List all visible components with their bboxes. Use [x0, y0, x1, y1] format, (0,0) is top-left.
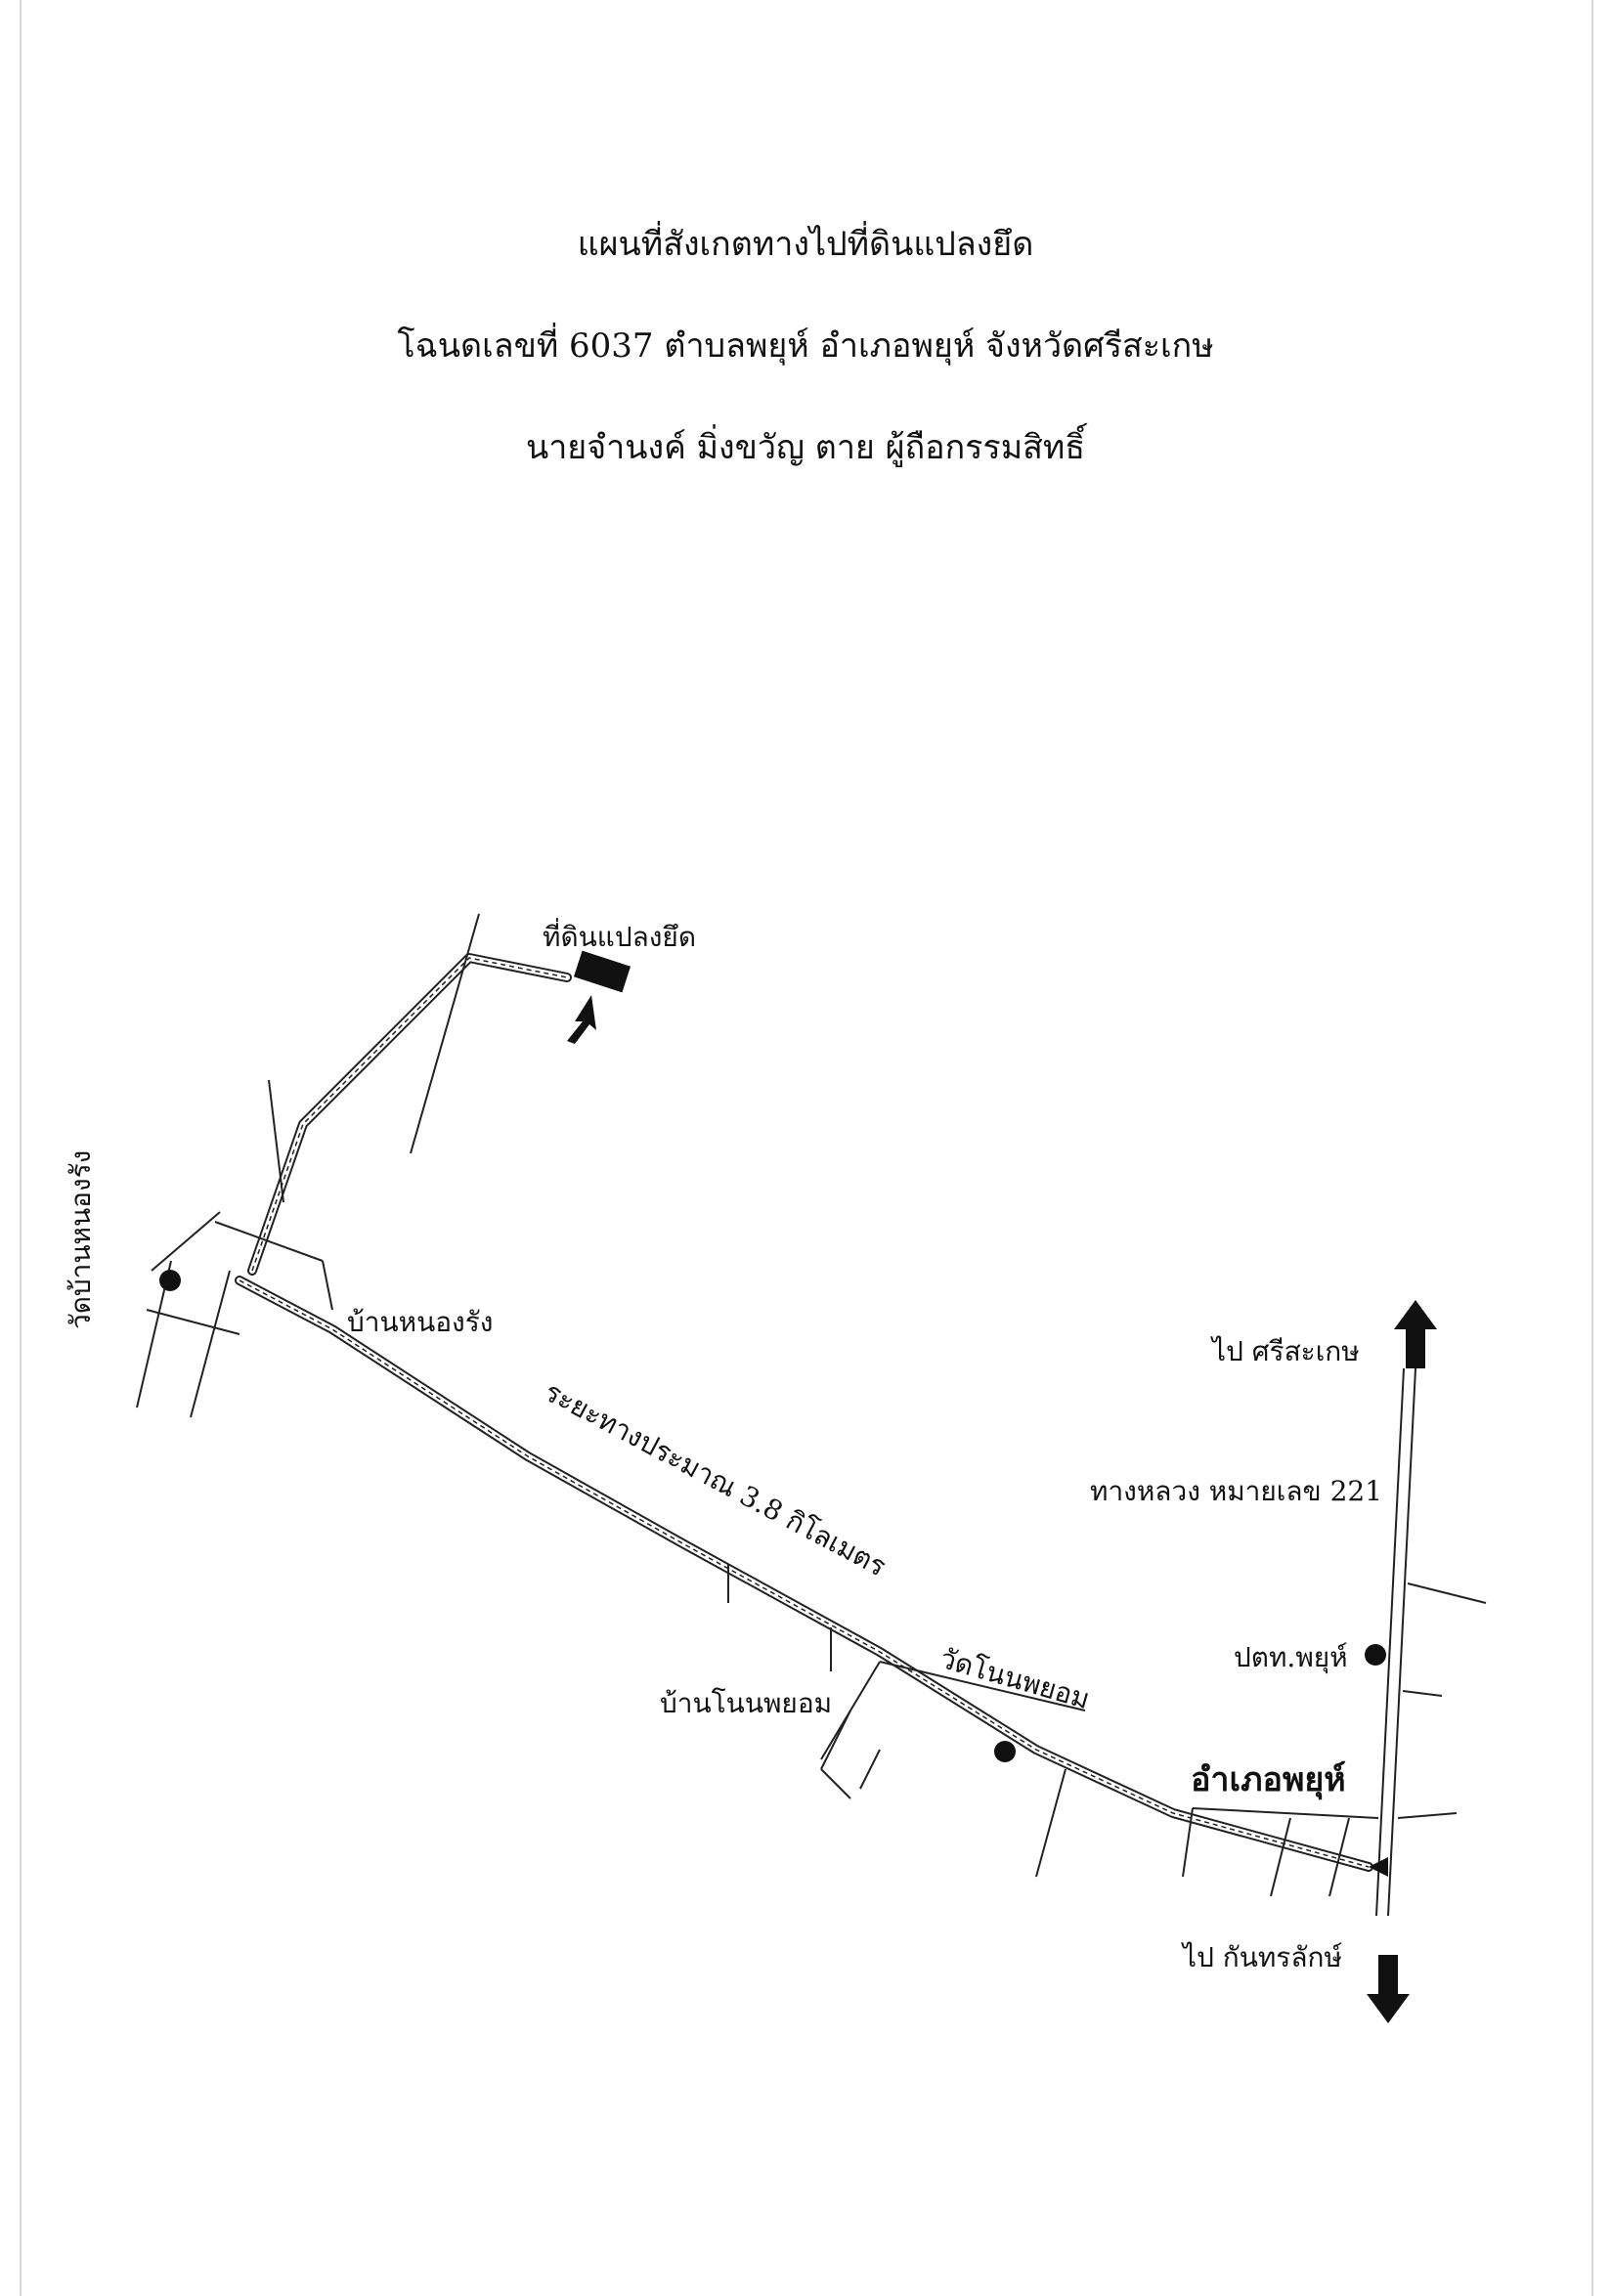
- landmark-dot-icon: [159, 1270, 181, 1291]
- label-highway: ทางหลวง หมายเลข 221: [1090, 1475, 1382, 1507]
- owner-line: นายจำนงค์ มิ่งขวัญ ตาย ผู้ถือกรรมสิทธิ์: [525, 428, 1086, 467]
- label-seized-land: ที่ดินแปลงยึด: [543, 918, 696, 953]
- highway-221: [1375, 1367, 1416, 1917]
- junction-arrow-icon: [1369, 1857, 1388, 1877]
- landmark-dot-icon: [994, 1741, 1016, 1762]
- label-distance: ระยะทางประมาณ 3.8 กิโลเมตร: [540, 1375, 892, 1582]
- label-amphoe-phayu: อำเภอพยุห์: [1191, 1760, 1346, 1800]
- south-arrow-icon: [1367, 1955, 1410, 2023]
- village-streets: [136, 913, 1487, 1897]
- label-ban-nong-rang: บ้านหนองรัง: [347, 1306, 493, 1338]
- spur-road-to-land: [247, 953, 572, 1276]
- label-police-station: ปตท.พยุห์: [1234, 1641, 1348, 1674]
- map-title: แผนที่สังเกตทางไปที่ดินแปลงยึด: [577, 225, 1034, 264]
- label-wat-ban-nong-rang: วัดบ้านหนองรัง: [65, 1150, 97, 1329]
- label-to-kanthararak: ไป กันทรลักษ์: [1181, 1941, 1343, 1973]
- deed-line: โฉนดเลขที่ 6037 ตำบลพยุห์ อำเภอพยุห์ จัง…: [397, 326, 1214, 366]
- label-ban-non-phayom: บ้านโนนพยอม: [660, 1687, 832, 1719]
- page-edge-right: [1591, 0, 1593, 2296]
- page-edge-left: [20, 0, 22, 2296]
- pointer-arrow-icon: [567, 995, 596, 1044]
- landmark-dot-icon: [1365, 1644, 1386, 1666]
- north-arrow-icon: [1394, 1300, 1437, 1368]
- label-to-sisaket: ไป ศรีสะเกษ: [1210, 1335, 1360, 1367]
- land-plot-icon: [573, 950, 631, 993]
- main-route: [235, 1276, 1373, 1872]
